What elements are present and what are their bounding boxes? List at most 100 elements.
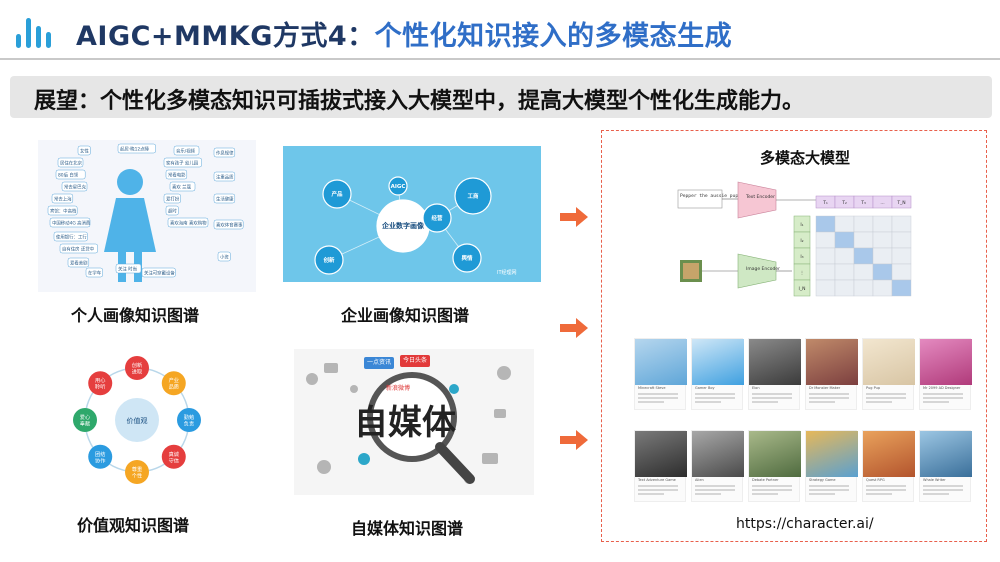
profile-tag-box [85,267,103,278]
page-title: AIGC+MMKG方式4：个性化知识接入的多模态生成 [76,14,732,53]
character-card[interactable]: Pug Pup [862,338,915,410]
clip-i-label: I₃ [800,254,803,260]
card-text-line [809,393,849,395]
profile-tag-box [173,145,200,156]
values-node-label: 真诚 [169,450,180,458]
enterprise-node-label: AIGC [391,184,406,190]
caption-personal-kg: 个人画像知识图谱 [71,306,200,325]
values-node-label: 聆听 [95,383,105,391]
clip-diagram: Pepper the aussie pup Text Encoder Image… [668,176,914,314]
values-node-label: 个性 [132,472,142,480]
character-card[interactable]: Gamer Boy [691,338,744,410]
values-node [177,408,201,432]
character-card[interactable]: Whale Writer [919,430,972,502]
values-center-node [115,398,159,442]
character-avatar [806,339,858,385]
card-text-line [695,397,735,399]
character-card[interactable]: Text Adventure Game [634,430,687,502]
card-text-line [866,397,906,399]
profile-tag-box [163,193,181,204]
profile-tag: 关注可穿戴设备 [144,270,175,277]
character-card[interactable]: Minecraft Steve [634,338,687,410]
profile-tag-box [169,181,196,192]
values-node [161,444,186,469]
profile-tag: 中国移动4G 高消费 [52,220,91,227]
character-name: Whale Writer [923,478,946,482]
character-name: Elon [752,386,760,390]
card-text-line [923,397,963,399]
profile-tag: 生活健康 [216,196,234,203]
profile-tag: 常去星巴克 [64,184,87,191]
arrow-right-icon [560,207,588,227]
character-card[interactable]: Debate Partner [748,430,801,502]
profile-tag: 家有孩子 幼儿园 [166,160,199,167]
enterprise-node [452,243,482,273]
character-avatar [920,339,972,385]
character-name: Strategy Game [809,478,836,482]
character-avatar [863,431,915,477]
profile-tag: 关注 时尚 [118,266,137,273]
character-name: Text Adventure Game [638,478,676,482]
profile-tag-box [213,219,244,230]
profile-tag-box [77,145,91,156]
svg-text:Pepper the aussie pup: Pepper the aussie pup [680,193,738,199]
card-text-line [923,489,963,491]
banner-text: 展望：个性化多模态知识可插拔式接入大模型中，提高大模型个性化生成能力。 [34,89,805,114]
character-name: Quest RPG [866,478,885,482]
media-logo-2: 今日头条 [402,357,427,364]
profile-tag-box [49,217,91,228]
values-node-label: 负责 [184,420,194,428]
character-card[interactable]: Elon [748,338,801,410]
clip-matrix-cell [815,247,836,265]
enterprise-node [422,203,452,233]
card-text-line [752,401,778,403]
values-node-label: 团结 [95,450,105,458]
clip-i-label: I₁ [800,222,803,228]
clip-matrix-cell [834,247,855,265]
values-kg-image: 价值观创新进取产业品质勤勉负责真诚守信尊重个性团结协作爱心奉献用心聆听 [72,340,202,500]
values-node-label: 用心 [95,377,105,384]
card-text-line [866,401,892,403]
enterprise-node-label: 舆情 [461,254,473,262]
profile-tag-box [115,263,142,274]
profile-tag: 喜欢 兰蔻 [172,184,192,191]
card-text-line [638,401,664,403]
profile-tag: 音乐/视频 [176,148,196,155]
values-node-label: 勤勉 [184,413,194,421]
caption-media-kg: 自媒体知识图谱 [351,519,464,538]
card-text-line [866,493,892,495]
character-card[interactable]: Alien [691,430,744,502]
character-card[interactable]: Quest RPG [862,430,915,502]
profile-tag: 居住在北京 [60,160,83,167]
profile-tag-box [163,157,202,168]
card-text-line [695,485,735,487]
card-text-line [923,393,963,395]
character-card[interactable]: Strategy Game [805,430,858,502]
character-card[interactable]: Mr 2099 AD Designer [919,338,972,410]
profile-tag-box [165,169,188,180]
card-text-line [695,489,735,491]
title-part-2: 个性化知识接入的多模态生成 [374,21,733,52]
enterprise-node-label: 经营 [431,214,443,222]
clip-i-label: ⋮ [800,270,805,276]
character-ai-link[interactable]: https://character.ai/ [736,516,874,532]
clip-matrix-cell [815,263,836,281]
character-name: Pug Pup [866,386,881,390]
profile-tag-box [61,181,88,192]
profile-tag-box [59,243,98,254]
values-node-label: 创新 [132,361,142,369]
card-text-line [638,485,678,487]
character-avatar [806,431,858,477]
card-text-line [638,393,678,395]
character-name: Dr Monster Maker [809,386,841,390]
profile-tag: 小资 [220,254,229,261]
profile-tag-box [213,171,236,182]
card-text-line [809,493,835,495]
values-node [73,408,97,432]
profile-tag-box [53,231,88,242]
card-text-line [752,485,792,487]
character-card[interactable]: Dr Monster Maker [805,338,858,410]
values-node-label: 品质 [169,383,179,391]
values-node [161,371,186,396]
